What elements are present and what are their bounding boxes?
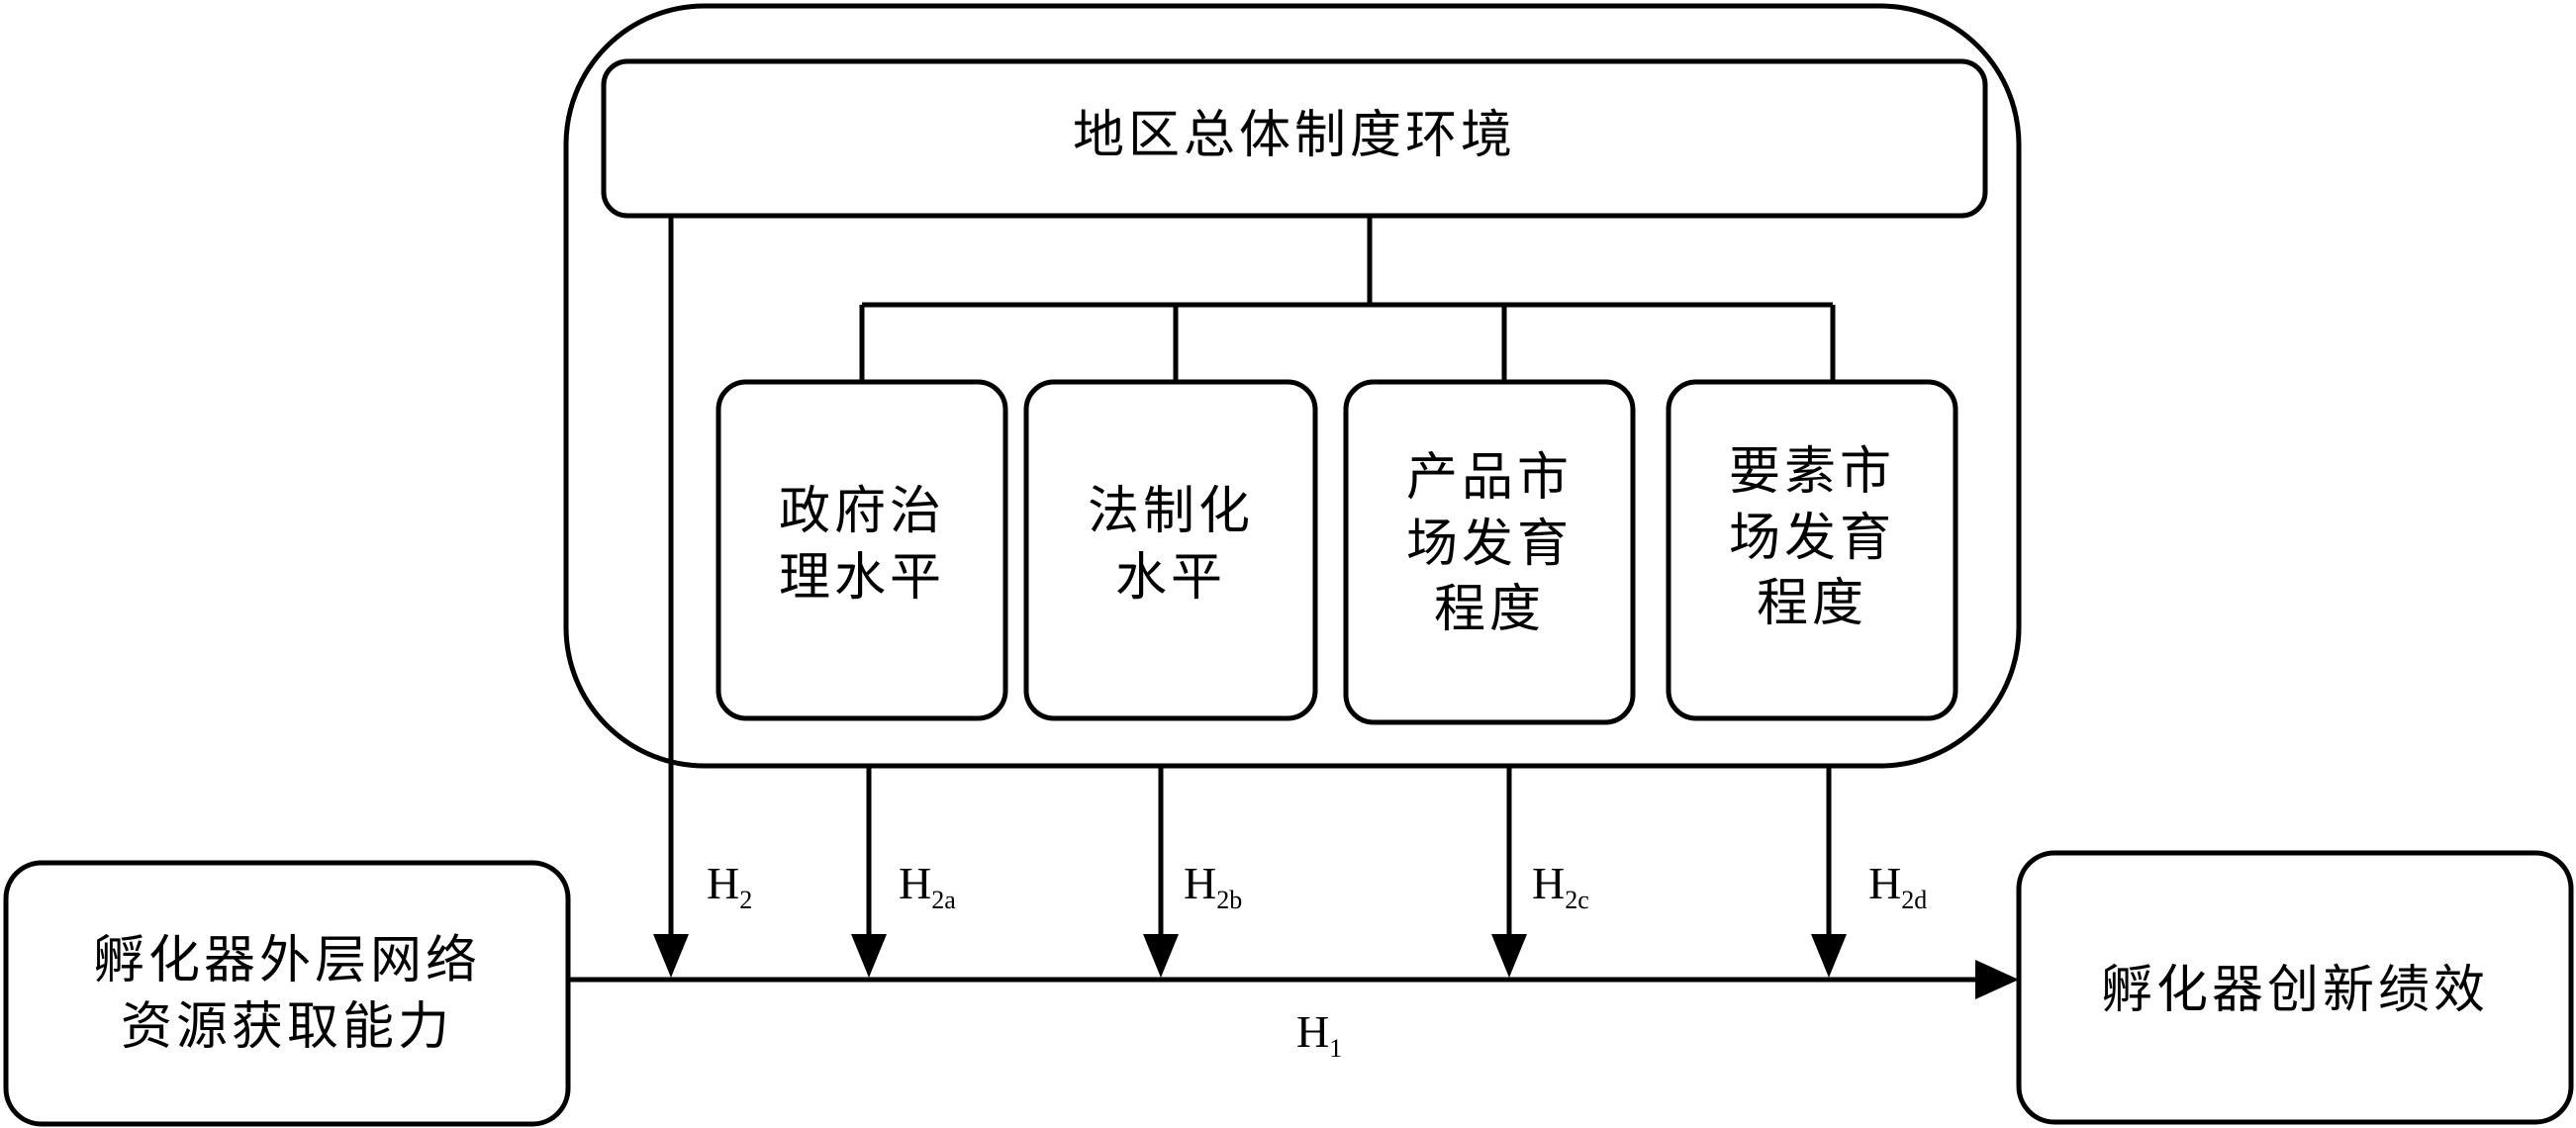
overall-environment-label: 地区总体制度环境 bbox=[1072, 106, 1516, 165]
legalization-box bbox=[1023, 379, 1318, 721]
label-line: 场发育 bbox=[1728, 508, 1895, 568]
label-line: 程度 bbox=[1433, 580, 1545, 640]
network-resource-capability-box bbox=[3, 860, 571, 1127]
overall-environment-box bbox=[601, 58, 1988, 219]
h2b-label: H2b bbox=[1184, 858, 1243, 914]
h2-label: H2 bbox=[707, 858, 753, 914]
label-line: 要素市 bbox=[1728, 442, 1895, 502]
h2c-label: H2c bbox=[1532, 858, 1589, 914]
product-market-label: 产品市 场发育 程度 bbox=[1346, 445, 1633, 643]
label-line: 法制化 bbox=[1087, 482, 1254, 541]
factor-market-box bbox=[1666, 379, 1958, 721]
h2b-arrowhead bbox=[1143, 934, 1179, 978]
government-governance-label: 政府治 理水平 bbox=[718, 479, 1005, 611]
h2d-label: H2d bbox=[1868, 858, 1928, 914]
label-line: 程度 bbox=[1756, 574, 1867, 634]
h2a-arrowhead bbox=[851, 934, 887, 978]
product-market-box bbox=[1343, 379, 1636, 725]
label-line: 产品市 bbox=[1405, 448, 1573, 508]
innovation-performance-box bbox=[2016, 850, 2574, 1125]
tree-connectors bbox=[859, 216, 1836, 382]
legalization-label: 法制化 水平 bbox=[1026, 479, 1315, 611]
factor-market-label: 要素市 场发育 程度 bbox=[1669, 439, 1956, 637]
h1-arrowhead bbox=[1975, 960, 2019, 999]
h1-label: H1 bbox=[1296, 1006, 1343, 1063]
innovation-performance-label: 孵化器创新绩效 bbox=[2100, 961, 2489, 1020]
h2-arrowhead bbox=[653, 934, 689, 978]
h2c-arrowhead bbox=[1491, 934, 1527, 978]
label-line: 孵化器外层网络 bbox=[92, 931, 481, 990]
label-line: 政府治 bbox=[778, 482, 945, 541]
h2d-arrowhead bbox=[1811, 934, 1847, 978]
network-resource-capability-label: 孵化器外层网络 资源获取能力 bbox=[6, 928, 568, 1060]
institutional-environment-frame bbox=[563, 3, 2022, 769]
h2a-label: H2a bbox=[899, 858, 956, 914]
label-line: 场发育 bbox=[1405, 514, 1573, 574]
label-line: 水平 bbox=[1114, 547, 1226, 608]
label-line: 资源获取能力 bbox=[120, 996, 453, 1057]
label-line: 理水平 bbox=[778, 547, 945, 608]
